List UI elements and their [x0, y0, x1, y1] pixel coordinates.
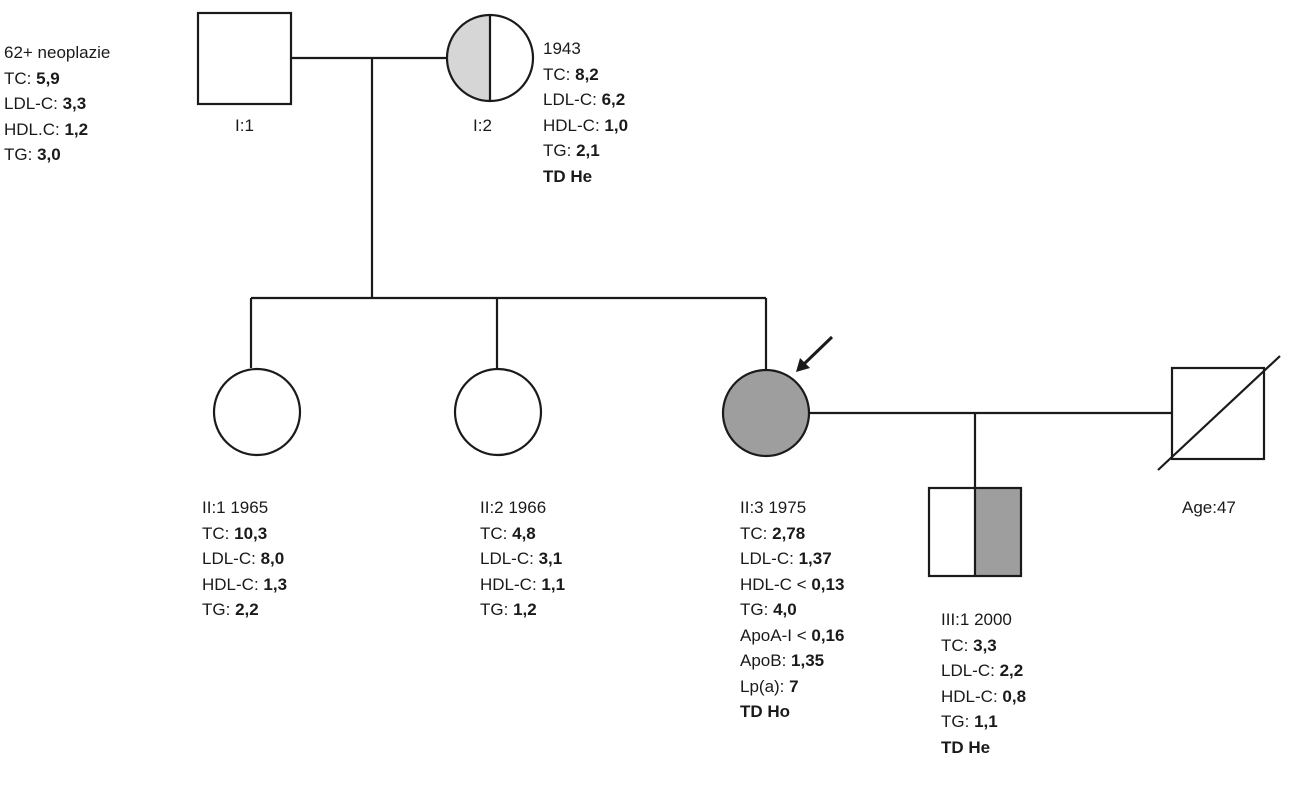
genotype-II3: TD Ho: [740, 702, 791, 721]
row-I1-TC: TC: 5,9: [4, 68, 60, 88]
row-III1-TC: TC: 3,3: [941, 635, 997, 655]
row-II2-TC: TC: 4,8: [480, 523, 536, 543]
proband-arrow-icon: [796, 335, 834, 372]
annotation-II3: II:3 1975 TC: 2,78 LDL-C: 1,37 HDL-C < 0…: [740, 495, 844, 725]
note-I2: 1943: [543, 39, 581, 58]
row-II3-HDL: HDL-C < 0,13: [740, 574, 845, 594]
note-II3: II:3 1975: [740, 498, 807, 517]
row-I2-TG: TG: 2,1: [543, 141, 600, 160]
genotype-III1: TD He: [941, 737, 991, 757]
female-symbol-II1: [212, 367, 302, 457]
annotation-I1: 62+ neoplazie TC: 5,9 LDL-C: 3,3 HDL.C: …: [4, 40, 110, 168]
row-II1-HDL: HDL-C: 1,3: [202, 574, 288, 594]
row-II1-LDL: LDL-C: 8,0: [202, 549, 285, 568]
row-II2-LDL: LDL-C: 3,1: [480, 549, 563, 568]
annotation-I2: 1943 TC: 8,2 LDL-C: 6,2 HDL-C: 1,0 TG: 2…: [543, 36, 628, 189]
note-II2: II:2 1966: [480, 498, 547, 517]
female-symbol-II3: [721, 368, 811, 458]
row-II3-LDL: LDL-C: 1,37: [740, 549, 832, 568]
note-spouse-age: Age:47: [1182, 498, 1236, 517]
note-I1: 62+ neoplazie: [4, 43, 111, 62]
row-I1-TG: TG: 3,0: [4, 145, 61, 164]
id-label-I1: I:1: [235, 116, 254, 135]
row-III1-LDL: LDL-C: 2,2: [941, 661, 1024, 680]
female-symbol-I2: [445, 13, 535, 103]
row-I1-LDL: LDL-C: 3,3: [4, 94, 87, 113]
row-II3-Lpa: Lp(a): 7: [740, 676, 799, 696]
row-II2-TG: TG: 1,2: [480, 600, 537, 619]
id-label-I2: I:2: [473, 116, 492, 135]
row-II3-TG: TG: 4,0: [740, 600, 797, 619]
row-II2-HDL: HDL-C: 1,1: [480, 574, 566, 594]
note-II1: II:1 1965: [202, 498, 269, 517]
annotation-spouse: Age:47: [1182, 495, 1236, 521]
male-symbol-spouse-deceased: [1157, 355, 1281, 471]
male-symbol-I1: [196, 11, 293, 106]
row-II3-ApoAI: ApoA-I < 0,16: [740, 625, 845, 645]
row-I2-LDL: LDL-C: 6,2: [543, 90, 626, 109]
annotation-II1: II:1 1965 TC: 10,3 LDL-C: 8,0 HDL-C: 1,3…: [202, 495, 287, 623]
female-symbol-II2: [453, 367, 543, 457]
row-I2-TC: TC: 8,2: [543, 64, 599, 84]
row-III1-HDL: HDL-C: 0,8: [941, 686, 1027, 706]
note-III1: III:1 2000: [941, 610, 1012, 629]
annotation-III1: III:1 2000 TC: 3,3 LDL-C: 2,2 HDL-C: 0,8…: [941, 607, 1026, 760]
row-II1-TG: TG: 2,2: [202, 600, 259, 619]
genotype-I2: TD He: [543, 166, 593, 186]
row-II3-TC: TC: 2,78: [740, 523, 806, 543]
row-I2-HDL: HDL-C: 1,0: [543, 115, 629, 135]
row-I1-HDL: HDL.C: 1,2: [4, 119, 89, 139]
row-II1-TC: TC: 10,3: [202, 523, 268, 543]
male-symbol-III1: [927, 486, 1023, 578]
row-III1-TG: TG: 1,1: [941, 712, 998, 731]
row-II3-ApoB: ApoB: 1,35: [740, 651, 825, 670]
annotation-II2: II:2 1966 TC: 4,8 LDL-C: 3,1 HDL-C: 1,1 …: [480, 495, 565, 623]
